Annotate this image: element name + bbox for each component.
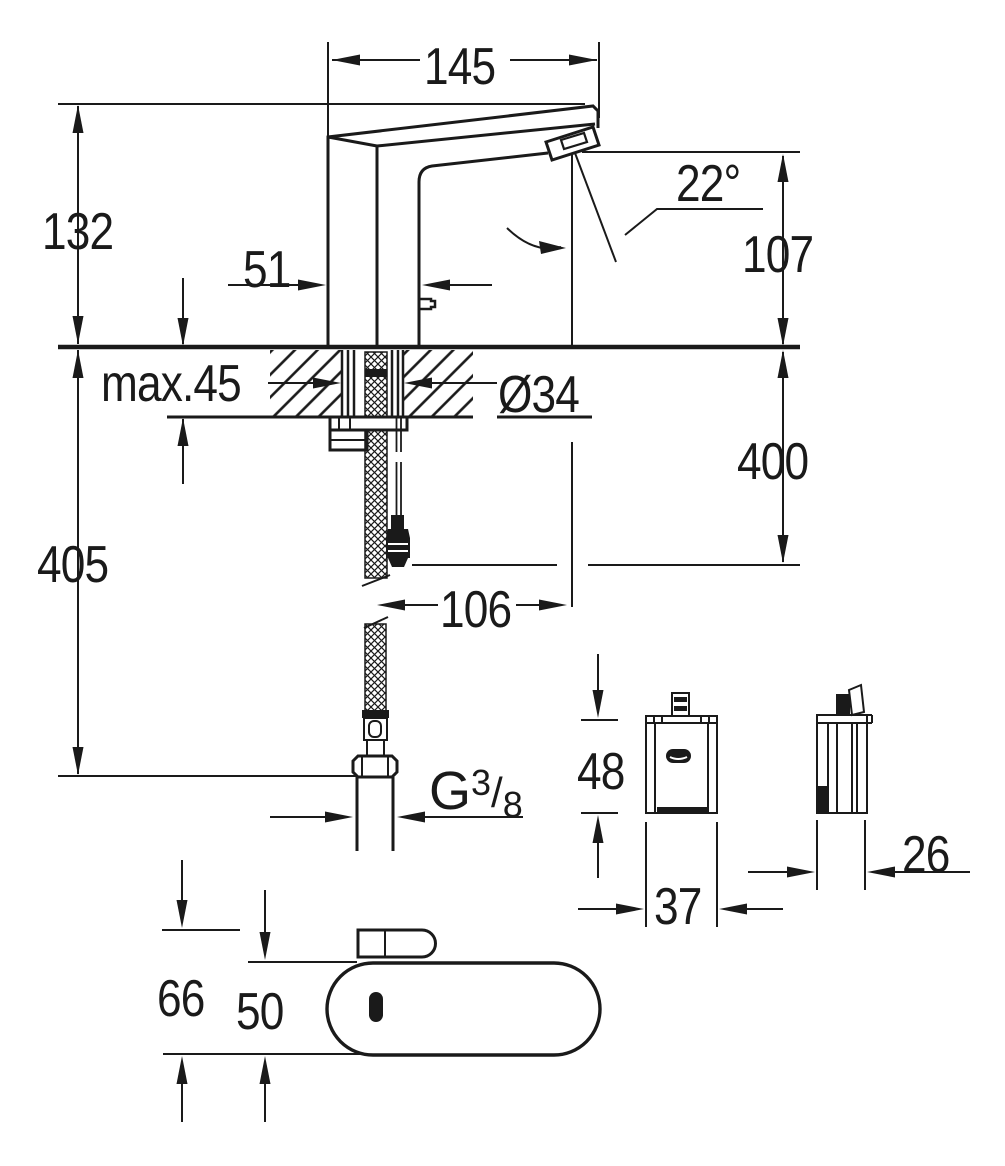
dim-base-total: 66 [157, 970, 205, 1028]
dim-angle: 22° [676, 155, 741, 213]
box-front-outline [645, 715, 718, 814]
aerator-slot [559, 131, 589, 151]
under-deck-assembly [328, 350, 410, 851]
dim-body-width: 51 [243, 241, 291, 299]
thread-slash: / [491, 769, 503, 816]
dimension-lines [58, 42, 970, 1122]
faucet-front-view [326, 104, 601, 348]
thread-numerator: 3 [471, 762, 492, 803]
dim-cable-len: 400 [737, 433, 809, 491]
dim-height: 132 [42, 203, 114, 261]
side-lever [419, 297, 437, 311]
dim-deck-max: max.45 [101, 355, 242, 413]
connector-stub-front [671, 692, 690, 717]
arc-arrowhead [539, 241, 566, 254]
sensor-window [369, 992, 383, 1022]
connection-nut [351, 754, 399, 779]
dim-hole-dia: Ø34 [498, 366, 580, 424]
dim-thread: G3/8 [429, 761, 523, 823]
faucet-top-view [325, 928, 602, 1057]
thread-prefix: G [429, 761, 472, 821]
hose-break-cut-top [361, 574, 391, 587]
dim-spout-reach: 145 [424, 38, 496, 96]
sensor-angle-construction [506, 152, 763, 607]
base-outline [325, 961, 602, 1057]
box-side-base [818, 786, 827, 812]
control-box-front-view [645, 692, 718, 814]
dim-box-depth: 26 [902, 826, 950, 884]
sensor-beam-line [574, 152, 617, 263]
thread-denominator: 8 [502, 784, 523, 825]
dim-box-width: 37 [654, 878, 702, 936]
brand-logo [666, 749, 691, 763]
box-front-base [657, 807, 707, 813]
control-box-side-view [816, 683, 873, 814]
angle-leader [624, 208, 763, 236]
fitting-neck [366, 739, 385, 757]
hose-crimp [365, 369, 387, 377]
hose-fitting-band [362, 710, 389, 718]
fitting-window [368, 720, 382, 738]
hose-upper-segment [364, 429, 388, 579]
dim-outlet-offset: 106 [440, 581, 512, 639]
dim-base-body: 50 [236, 983, 284, 1041]
lever-top-view [356, 928, 437, 959]
faucet-front-top-edge [376, 122, 596, 148]
dim-box-height: 48 [577, 743, 625, 801]
mounting-clip [847, 683, 866, 717]
dimension-arrowheads [72, 54, 895, 1084]
cable-connector [386, 515, 410, 567]
sensor-cable [395, 417, 402, 515]
mounting-flange [328, 415, 409, 432]
dim-hose-len: 405 [37, 536, 109, 594]
hose-in-shank [364, 351, 388, 418]
connector-stub-side [836, 694, 850, 715]
hose-lower-segment [364, 623, 387, 713]
faucet-top-bevel [327, 135, 378, 148]
dim-outlet-height: 107 [742, 226, 814, 284]
faucet-underside [417, 151, 549, 348]
